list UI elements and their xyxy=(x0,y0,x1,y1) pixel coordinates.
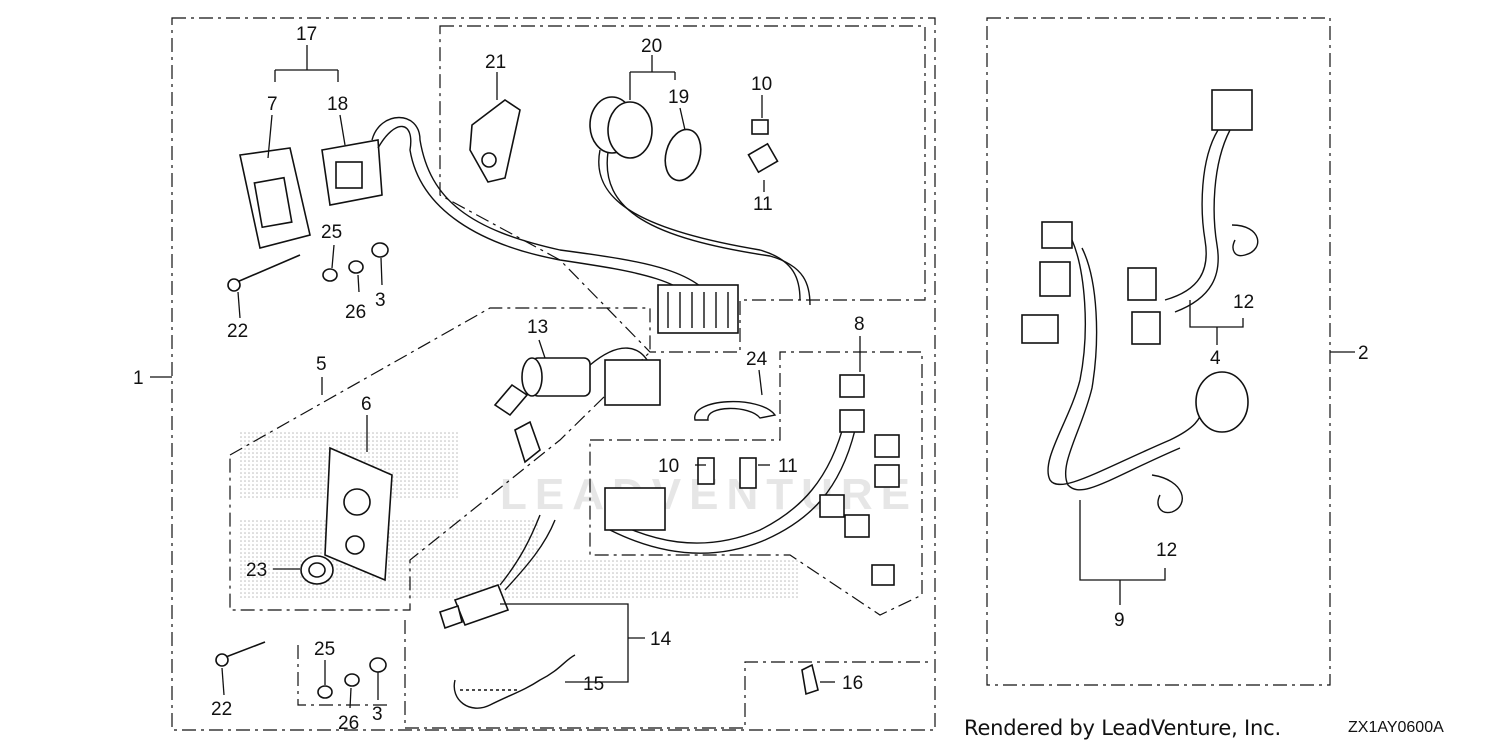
connector-bundle-top xyxy=(657,284,739,334)
callout-10b: 10 xyxy=(658,456,679,477)
callout-24: 24 xyxy=(746,349,768,370)
cap-19 xyxy=(664,128,702,182)
clamp-12b xyxy=(1151,474,1183,514)
callout-16: 16 xyxy=(842,673,863,694)
bracket-21 xyxy=(469,99,521,183)
group-2-frame xyxy=(986,17,1331,686)
callout-26b: 26 xyxy=(338,713,359,734)
callout-23: 23 xyxy=(246,560,267,581)
clamp-12a xyxy=(1231,224,1259,257)
plate-6 xyxy=(324,446,393,582)
callout-14: 14 xyxy=(650,629,672,650)
callout-7: 7 xyxy=(267,94,278,115)
bolt-10a xyxy=(751,119,769,135)
band-24 xyxy=(694,400,777,421)
nut-3b xyxy=(369,657,387,673)
callout-5: 5 xyxy=(316,354,327,375)
harness-8 xyxy=(604,374,900,586)
callout-11a: 11 xyxy=(753,194,773,215)
sleeve-11a xyxy=(747,142,779,174)
group-22b-frame xyxy=(297,645,390,706)
callout-9: 9 xyxy=(1114,610,1125,631)
callout-17: 17 xyxy=(296,24,317,45)
callout-19: 19 xyxy=(668,87,689,108)
group-5-frame xyxy=(229,307,651,611)
washer-25a xyxy=(322,268,338,282)
callout-8: 8 xyxy=(854,314,865,335)
callout-6: 6 xyxy=(361,394,372,415)
switch-panel-7 xyxy=(239,147,311,249)
callout-12b: 12 xyxy=(1156,540,1177,561)
diagram-code: ZX1AY0600A xyxy=(1348,719,1444,736)
group-8-frame xyxy=(589,351,923,616)
callout-3a: 3 xyxy=(375,290,386,311)
callout-25b: 25 xyxy=(314,639,335,660)
nut-26b xyxy=(344,673,360,687)
group-14-frame xyxy=(404,620,930,729)
nut-3a xyxy=(371,242,389,258)
callout-25a: 25 xyxy=(321,222,342,243)
nut-26a xyxy=(348,260,364,274)
screw-22a xyxy=(227,254,301,292)
stop-switch-14 xyxy=(439,514,556,630)
clip-16 xyxy=(801,663,819,696)
callout-13: 13 xyxy=(527,317,548,338)
callout-21: 21 xyxy=(485,52,506,73)
harness-9 xyxy=(1021,221,1249,491)
lanyard-15 xyxy=(453,654,576,709)
callout-18: 18 xyxy=(327,94,348,115)
sleeve-11b xyxy=(739,457,757,489)
callout-26a: 26 xyxy=(345,302,366,323)
callouts: 17 7 18 21 20 19 10 11 25 26 3 22 1 5 6 … xyxy=(133,24,1369,734)
bolt-10b xyxy=(697,457,715,485)
callout-20: 20 xyxy=(641,36,662,57)
nut-23 xyxy=(300,555,334,585)
washer-25b xyxy=(317,685,333,699)
callout-2: 2 xyxy=(1358,343,1369,364)
callout-12a: 12 xyxy=(1233,292,1254,313)
leader-lines xyxy=(150,45,1355,709)
buzzer-20 xyxy=(589,96,811,306)
callout-10a: 10 xyxy=(751,74,772,95)
switch-18 xyxy=(321,116,721,316)
callout-3b: 3 xyxy=(372,704,383,725)
ignition-switch-13 xyxy=(493,347,661,464)
callout-22a: 22 xyxy=(227,321,248,342)
screw-22b xyxy=(215,641,266,667)
credit-text: Rendered by LeadVenture, Inc. xyxy=(964,716,1281,740)
group-20-frame xyxy=(439,25,926,353)
harness-4 xyxy=(1127,89,1253,345)
callout-4: 4 xyxy=(1210,348,1221,369)
callout-11b: 11 xyxy=(778,456,798,477)
callout-22b: 22 xyxy=(211,699,232,720)
callout-15: 15 xyxy=(583,674,604,695)
callout-1: 1 xyxy=(133,368,144,389)
